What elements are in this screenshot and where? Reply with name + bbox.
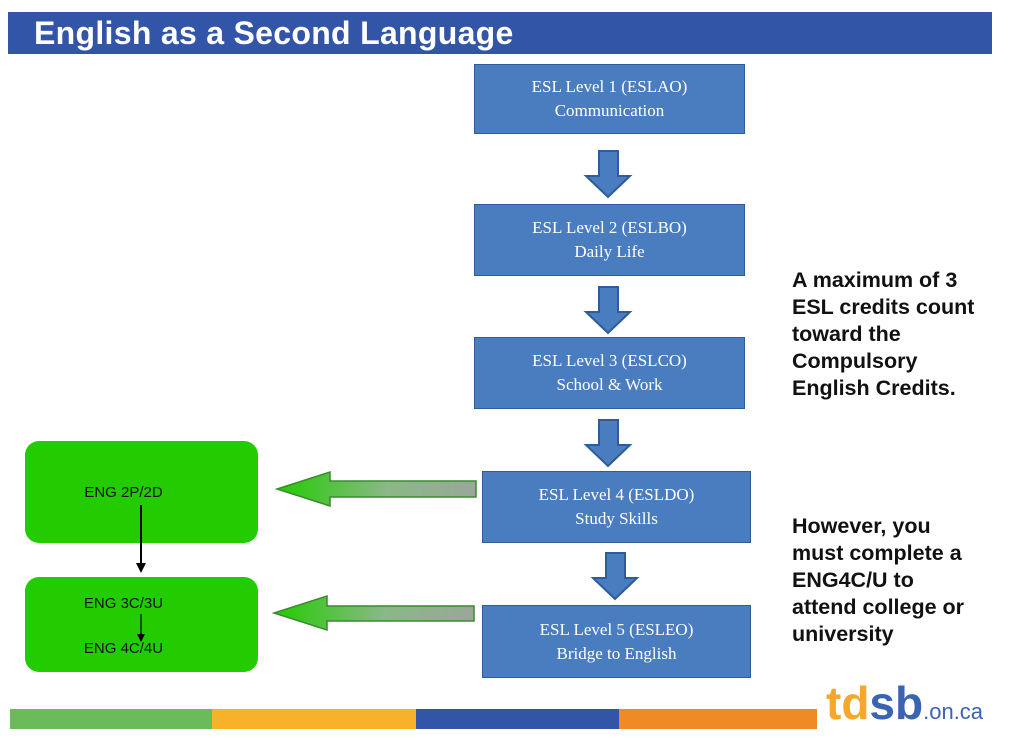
- esl-level-3-code: ESL Level 3 (ESLCO): [532, 351, 687, 370]
- footer-bar-blue: [416, 709, 619, 729]
- note-line: university: [792, 622, 894, 646]
- eng-4c-4u-label: ENG 4C/4U: [83, 640, 164, 657]
- left-arrow-icon: [271, 594, 475, 632]
- esl-level-3-box: ESL Level 3 (ESLCO) School & Work: [474, 337, 745, 409]
- esl-level-1-box: ESL Level 1 (ESLAO) Communication: [474, 64, 745, 134]
- thin-down-arrow-icon: [136, 505, 146, 573]
- eng-3c-3u-label: ENG 3C/3U: [83, 595, 164, 612]
- esl-level-2-code: ESL Level 2 (ESLBO): [532, 218, 687, 237]
- note-line: attend college or: [792, 595, 965, 619]
- note-line: Compulsory: [792, 349, 918, 373]
- note-line: ESL credits count: [792, 295, 975, 319]
- logo-domain: .on.ca: [923, 699, 984, 724]
- esl-level-5-name: Bridge to English: [556, 643, 677, 663]
- thin-down-arrow-icon: [137, 614, 145, 642]
- eng-2p-2d-label: ENG 2P/2D: [84, 484, 163, 501]
- title-bar: [8, 12, 992, 54]
- down-arrow-icon: [583, 150, 633, 199]
- note-line: ENG4C/U to: [792, 568, 914, 592]
- down-arrow-icon: [583, 419, 633, 468]
- esl-level-1-code: ESL Level 1 (ESLAO): [531, 77, 688, 96]
- tdsb-logo: tdsb.on.ca: [826, 680, 983, 726]
- logo-td: td: [826, 677, 870, 729]
- however-note: However, you must complete a ENG4C/U to …: [792, 513, 964, 648]
- footer-bar-orange: [619, 709, 817, 729]
- slide-title: English as a Second Language: [34, 15, 514, 51]
- footer-bar-yellow: [212, 709, 416, 729]
- esl-level-2-box: ESL Level 2 (ESLBO) Daily Life: [474, 204, 745, 276]
- down-arrow-icon: [590, 552, 640, 601]
- esl-level-4-name: Study Skills: [575, 509, 658, 528]
- esl-level-5-box: ESL Level 5 (ESLEO) Bridge to English: [482, 605, 751, 678]
- esl-level-5-code: ESL Level 5 (ESLEO): [539, 619, 694, 639]
- esl-level-4-code: ESL Level 4 (ESLDO): [538, 485, 695, 504]
- esl-level-3-name: School & Work: [556, 375, 663, 394]
- esl-level-4-box: ESL Level 4 (ESLDO) Study Skills: [482, 471, 751, 543]
- esl-level-1-name: Communication: [554, 101, 665, 120]
- esl-level-2-name: Daily Life: [574, 242, 645, 261]
- left-arrow-icon: [274, 470, 477, 508]
- note-line: However, you: [792, 514, 931, 538]
- note-line: English Credits.: [792, 376, 956, 400]
- logo-sb: sb: [869, 677, 924, 729]
- note-line: A maximum of 3: [792, 268, 958, 292]
- note-line: must complete a: [792, 541, 962, 565]
- note-line: toward the: [792, 322, 901, 346]
- footer-bar-green: [10, 709, 212, 729]
- down-arrow-icon: [583, 286, 633, 335]
- max-credits-note: A maximum of 3 ESL credits count toward …: [792, 267, 974, 402]
